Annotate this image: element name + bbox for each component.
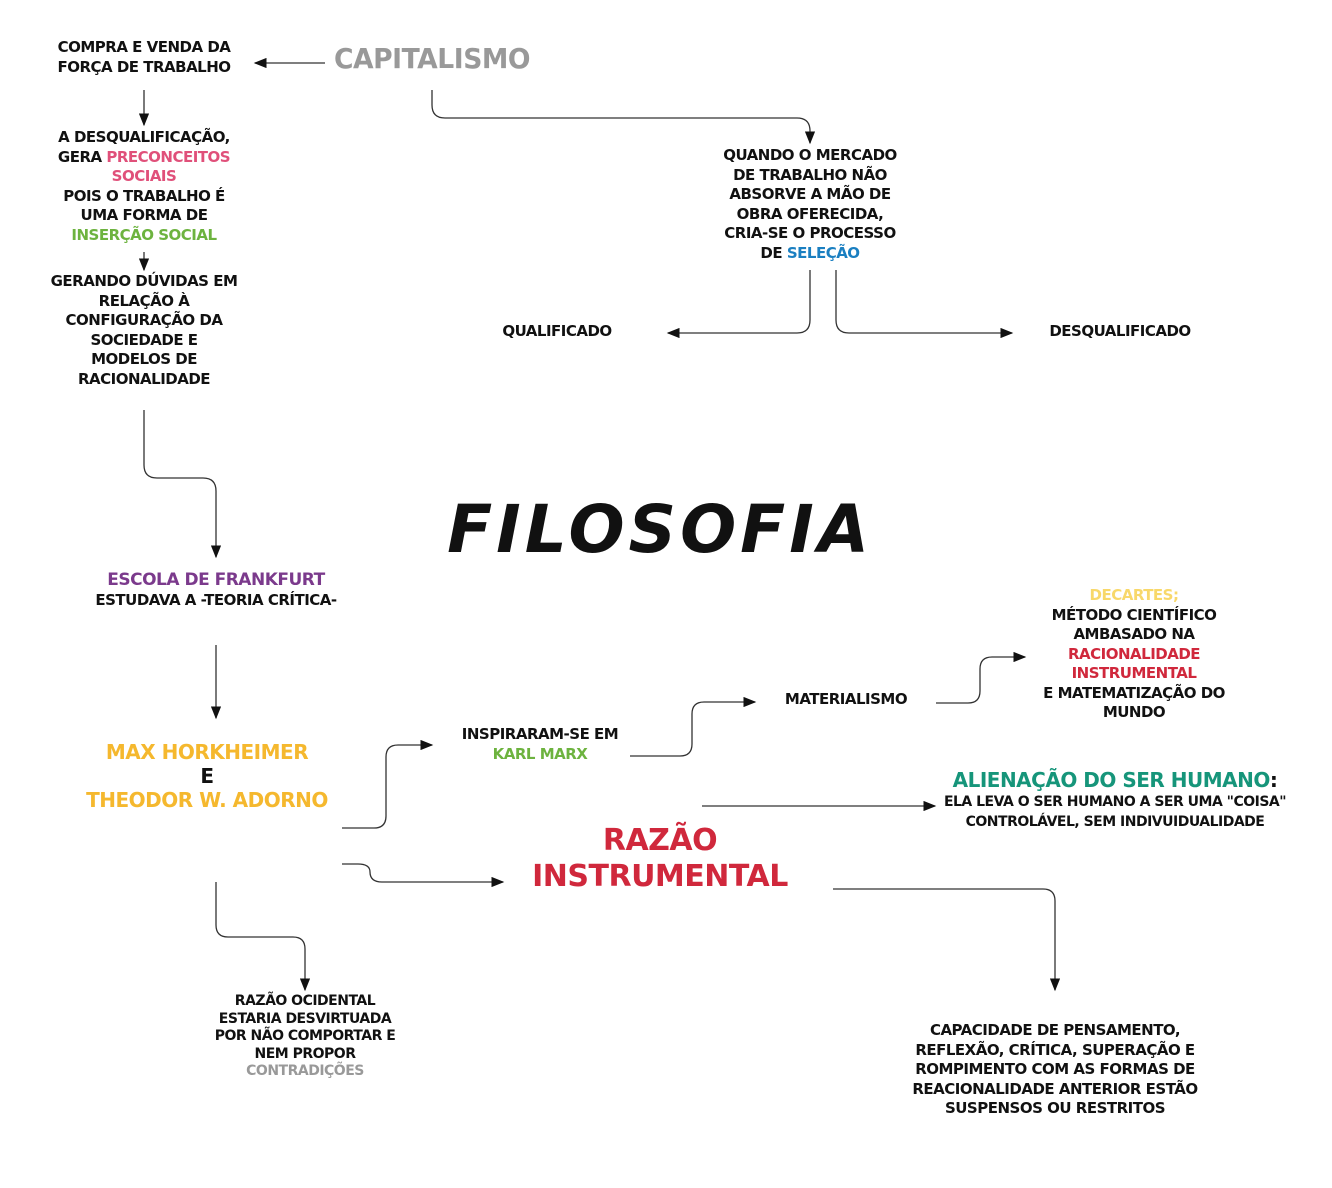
text-line: E MATEMATIZAÇÃO DO (1043, 683, 1225, 702)
text-span: : (1269, 768, 1278, 792)
node-desqualificado: DESQUALIFICADO (1049, 322, 1191, 340)
text-line: MÉTODO CIENTÍFICO (1051, 605, 1217, 624)
text-line: CONFIGURAÇÃO DA (65, 311, 223, 329)
text-line: CRIA-SE O PROCESSO (724, 224, 896, 242)
arrow-inspiraram-materialismo (630, 696, 757, 757)
text-line: INSTRUMENTAL (532, 859, 788, 894)
highlight-sociais: SOCIAIS (111, 167, 177, 185)
highlight-karl-marx: KARL MARX (492, 744, 588, 763)
text-line: QUANDO O MERCADO (723, 146, 897, 164)
arrow-quando-desqualificado (835, 270, 1014, 339)
text-line: SUSPENSOS OU RESTRITOS (944, 1099, 1166, 1117)
main-title: FILOSOFIA (447, 491, 873, 568)
text-line: CAPACIDADE DE PENSAMENTO, (929, 1021, 1181, 1039)
node-alienacao: ALIENAÇÃO DO SER HUMANO: ELA LEVA O SER … (943, 768, 1287, 832)
text-line: REFLEXÃO, CRÍTICA, SUPERAÇÃO E (915, 1040, 1195, 1059)
text-line: POIS O TRABALHO É (63, 186, 225, 205)
text-line: REACIONALIDADE ANTERIOR ESTÃO (912, 1079, 1198, 1098)
arrow-capitalismo-quando (431, 90, 816, 145)
node-gerando-duvidas: GERANDO DÚVIDAS EM RELAÇÃO À CONFIGURAÇÃ… (51, 272, 238, 389)
text-line: INSPIRARAM-SE EM (461, 725, 619, 743)
arrow-quando-qualificado (666, 270, 811, 339)
text-line: SOCIEDADE E (90, 330, 198, 349)
node-qualificado: QUALIFICADO (502, 322, 612, 340)
text-line: RAZÃO OCIDENTAL (234, 993, 376, 1009)
text-line: RELAÇÃO À (98, 291, 190, 310)
text-line: FORÇA DE TRABALHO (57, 57, 231, 76)
highlight-instrumental: INSTRUMENTAL (1071, 664, 1197, 682)
highlight-insercao-social: INSERÇÃO SOCIAL (71, 225, 217, 244)
text-line: A DESQUALIFICAÇÃO, (58, 128, 230, 146)
arrow-autores-razao (342, 863, 505, 888)
arrow-materialismo-decartes (936, 651, 1027, 704)
text-span: DE (760, 243, 787, 262)
text-line: RACIONALIDADE (77, 369, 211, 388)
node-compra-venda: COMPRA E VENDA DA FORÇA DE TRABALHO (57, 38, 231, 77)
node-autores: MAX HORKHEIMER E THEODOR W. ADORNO (86, 740, 328, 812)
arrow-razao-capacidade (833, 888, 1061, 992)
highlight-escola: ESCOLA DE FRANKFURT (107, 570, 325, 590)
author-adorno: THEODOR W. ADORNO (86, 788, 328, 812)
highlight-decartes: DECARTES; (1089, 586, 1179, 604)
text-line: ELA LEVA O SER HUMANO A SER UMA "COISA" (943, 794, 1287, 810)
node-escola-frankfurt: ESCOLA DE FRANKFURT ESTUDAVA A -TEORIA C… (95, 570, 337, 611)
text-line: ROMPIMENTO COM AS FORMAS DE (915, 1060, 1195, 1078)
text-line: MODELOS DE (91, 350, 197, 368)
text-line: AMBASADO NA (1073, 625, 1195, 643)
text-line: OBRA OFERECIDA, (736, 204, 884, 223)
text-line: POR NÃO COMPORTAR E (214, 1028, 396, 1044)
node-razao-ocidental: RAZÃO OCIDENTAL ESTARIA DESVIRTUADA POR … (215, 993, 396, 1081)
text-line: ESTARIA DESVIRTUADA (218, 1010, 392, 1027)
highlight-racionalidade: RACIONALIDADE (1067, 644, 1201, 663)
text-span: GERA (57, 147, 107, 166)
text-line: ESTUDAVA A -TEORIA CRÍTICA- (95, 591, 337, 609)
text-line: NEM PROPOR (254, 1045, 356, 1062)
text-line: E (200, 764, 214, 788)
author-horkheimer: MAX HORKHEIMER (105, 740, 309, 764)
text-line: GERANDO DÚVIDAS EM (50, 272, 238, 290)
text-line: RAZÃO (602, 823, 718, 858)
text-line: DE SELEÇÃO (723, 244, 897, 264)
highlight-contradicoes: CONTRADIÇÕES (246, 1063, 364, 1079)
text-line: MUNDO (1102, 703, 1166, 721)
text-line: COMPRA E VENDA DA (57, 38, 231, 56)
highlight-preconceitos: PRECONCEITOS (106, 147, 231, 166)
highlight-alienacao: ALIENAÇÃO DO SER HUMANO (952, 768, 1271, 792)
node-materialismo: MATERIALISMO (784, 690, 908, 708)
text-line: GERA PRECONCEITOS (57, 147, 231, 168)
text-line: DE TRABALHO NÃO (733, 165, 887, 184)
arrow-gerando-escola (143, 410, 222, 559)
text-line: UMA FORMA DE (80, 206, 208, 224)
arrow-autores-inspiraram (342, 739, 434, 829)
node-inspiraram: INSPIRARAM-SE EM KARL MARX (461, 725, 619, 764)
text-line: ABSORVE A MÃO DE (729, 185, 891, 203)
node-capitalismo: CAPITALISMO (333, 42, 531, 75)
node-razao-instrumental: RAZÃO INSTRUMENTAL (532, 823, 788, 895)
arrow-autores-ocidental (215, 882, 311, 992)
highlight-selecao: SELEÇÃO (786, 243, 860, 262)
node-desqualificacao: A DESQUALIFICAÇÃO, GERA PRECONCEITOS SOC… (57, 128, 231, 245)
text-line: CONTROLÁVEL, SEM INDIVUIDUALIDADE (965, 814, 1265, 830)
node-quando-mercado: QUANDO O MERCADO DE TRABALHO NÃO ABSORVE… (723, 146, 897, 263)
node-decartes: DECARTES; MÉTODO CIENTÍFICO AMBASADO NA … (1043, 586, 1225, 723)
node-capacidade: CAPACIDADE DE PENSAMENTO, REFLEXÃO, CRÍT… (912, 1021, 1198, 1119)
